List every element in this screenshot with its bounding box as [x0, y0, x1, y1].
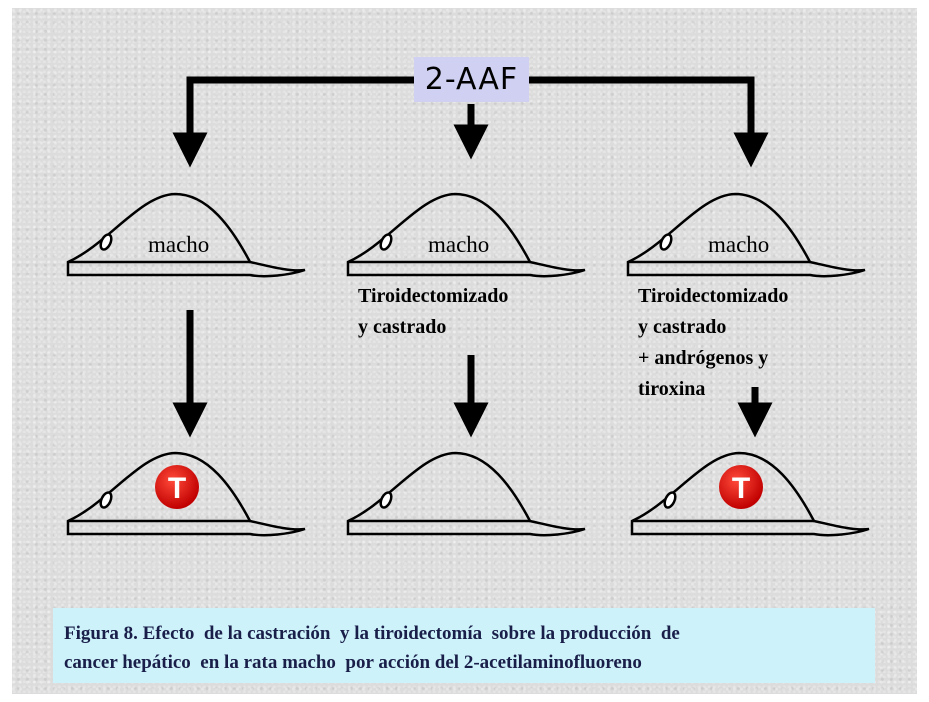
condition-3-line-3: + andrógenos y — [638, 347, 768, 369]
condition-3-line-1: Tiroidectomizado — [638, 285, 788, 307]
arrow-to-group-1 — [172, 76, 416, 168]
caption-line-2: cancer hepático en la rata macho por acc… — [64, 652, 642, 673]
condition-3-line-4: tiroxina — [638, 378, 705, 400]
caption-line-1: Figura 8. Efecto de la castración y la t… — [64, 623, 680, 644]
rat-ear-icon — [379, 491, 393, 509]
agent-label-box: 2-AAF — [414, 57, 529, 102]
rat-top-3 — [626, 192, 866, 278]
tumor-letter-1: T — [168, 472, 186, 505]
rat-label-1: macho — [148, 232, 209, 257]
rat-bottom-2 — [346, 451, 586, 537]
condition-2-line-2: y castrado — [358, 316, 446, 338]
rat-label-3: macho — [708, 232, 769, 257]
rat-bottom-3 — [630, 451, 870, 537]
rat-ear-icon — [663, 491, 677, 509]
rat-label-2: macho — [428, 232, 489, 257]
slide-background — [12, 8, 917, 694]
rat-ear-icon — [99, 491, 113, 509]
figure-caption: Figura 8. Efecto de la castración y la t… — [53, 608, 875, 683]
rat-bottom-1 — [66, 451, 306, 537]
rat-ear-icon — [659, 233, 673, 251]
tumor-icon-3: T — [719, 465, 763, 509]
tumor-icon-1: T — [155, 465, 199, 509]
rat-ear-icon — [379, 233, 393, 251]
agent-label: 2-AAF — [424, 62, 519, 97]
tumor-letter-3: T — [732, 472, 750, 505]
rat-top-2 — [346, 192, 586, 278]
rat-ear-icon — [99, 233, 113, 251]
condition-3-line-2: y castrado — [638, 316, 726, 338]
connector-lines — [172, 76, 769, 168]
condition-2-line-1: Tiroidectomizado — [358, 285, 508, 307]
arrow-to-group-3 — [528, 76, 769, 168]
rat-top-1 — [66, 192, 306, 278]
